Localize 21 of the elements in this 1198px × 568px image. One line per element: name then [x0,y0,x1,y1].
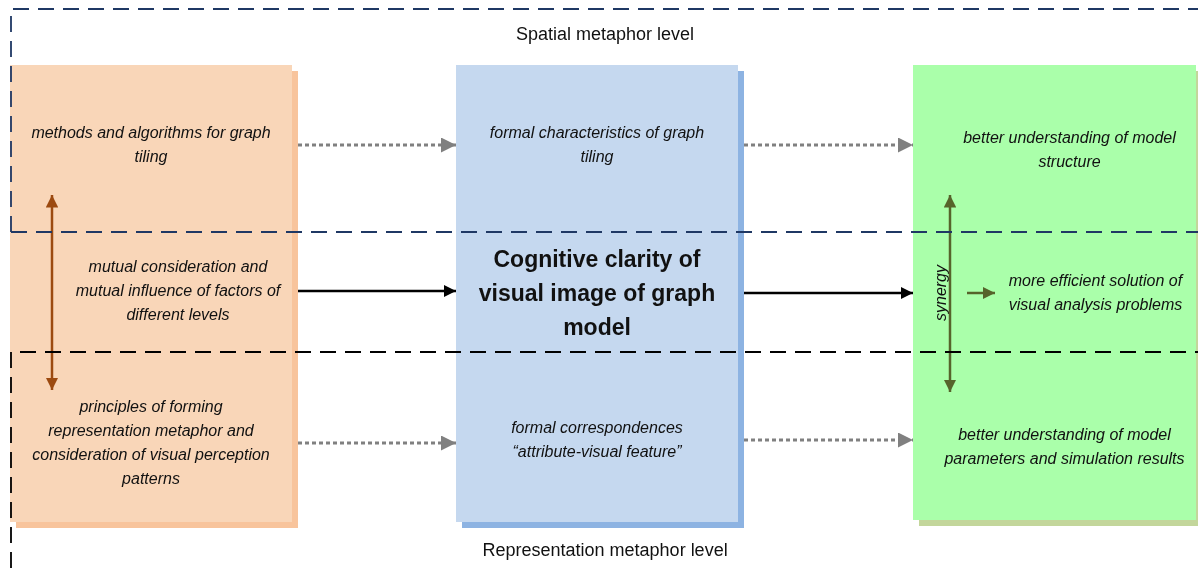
arrow [298,137,456,153]
block-text: principles of forming representation metaphor and consideration of visual perception patterns [31,397,271,489]
synergy-label: synergy [931,265,950,321]
block-text: more efficient solution of visual analysis problems [1007,270,1185,315]
arrow [943,195,957,392]
block-text: methods and algorithms for graph tiling [30,123,272,167]
block-text: mutual consideration and mutual influence of factors of different levels [74,257,283,325]
level-title: Spatial metaphor level [516,24,695,45]
block-text: better understanding of model structure [962,128,1177,172]
arrow [967,286,995,300]
block-text: Cognitive clarity of visual image of graph model [477,245,717,342]
arrow [744,286,913,300]
block-text: formal correspondences “attribute-visual feature” [510,418,684,462]
level-title: Representation metaphor level [482,540,728,561]
arrow [298,435,456,451]
arrow [744,137,913,153]
arrow [744,432,913,448]
arrow [45,195,59,390]
arrow [298,284,456,298]
block-text: better understanding of model parameters and simulation results [943,425,1186,469]
block-text: formal characteristics of graph tiling [488,123,706,167]
